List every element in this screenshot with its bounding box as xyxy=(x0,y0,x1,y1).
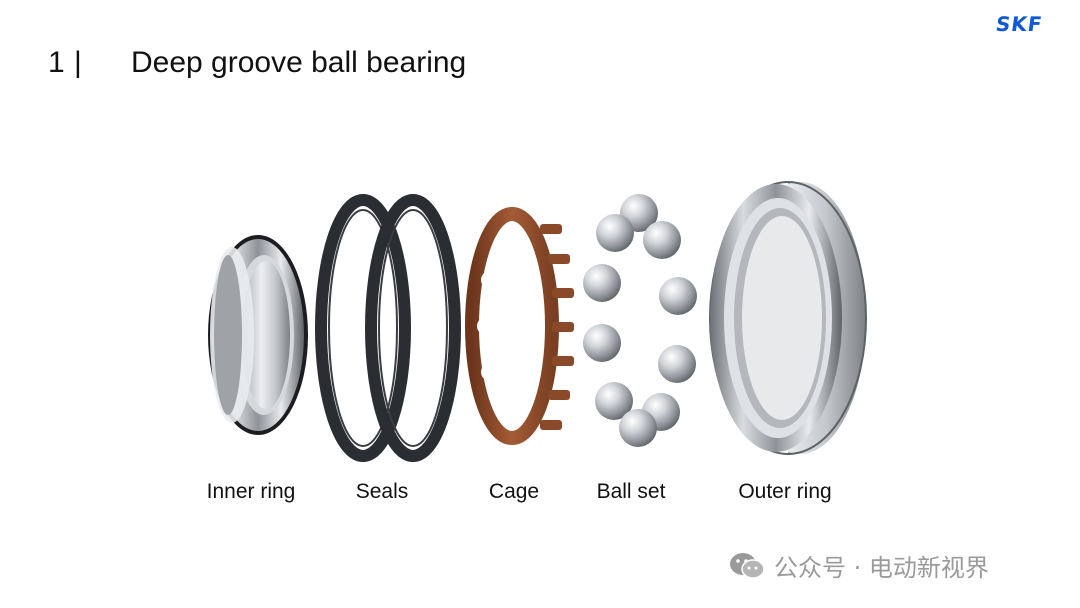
watermark-text: 公众号 · 电动新视界 xyxy=(774,554,989,582)
inner-ring-icon xyxy=(208,235,308,435)
component-label-seals: Seals xyxy=(355,480,409,503)
component-label-outer-ring: Outer ring xyxy=(738,480,832,503)
seals-icon xyxy=(315,194,461,462)
ball-set-icon xyxy=(583,194,697,447)
component-label-cage: Cage xyxy=(488,480,540,503)
outer-ring-icon xyxy=(709,181,867,455)
component-label-inner-ring: Inner ring xyxy=(206,480,296,503)
cage-icon xyxy=(465,207,574,445)
slide-number-separator: | xyxy=(74,46,82,79)
page-title: Deep groove ball bearing xyxy=(131,46,467,79)
component-label-ball-set: Ball set xyxy=(596,480,666,503)
slide-number: 1 xyxy=(48,46,65,79)
watermark: 公众号 · 电动新视界 xyxy=(728,548,989,583)
wechat-icon xyxy=(730,552,765,579)
